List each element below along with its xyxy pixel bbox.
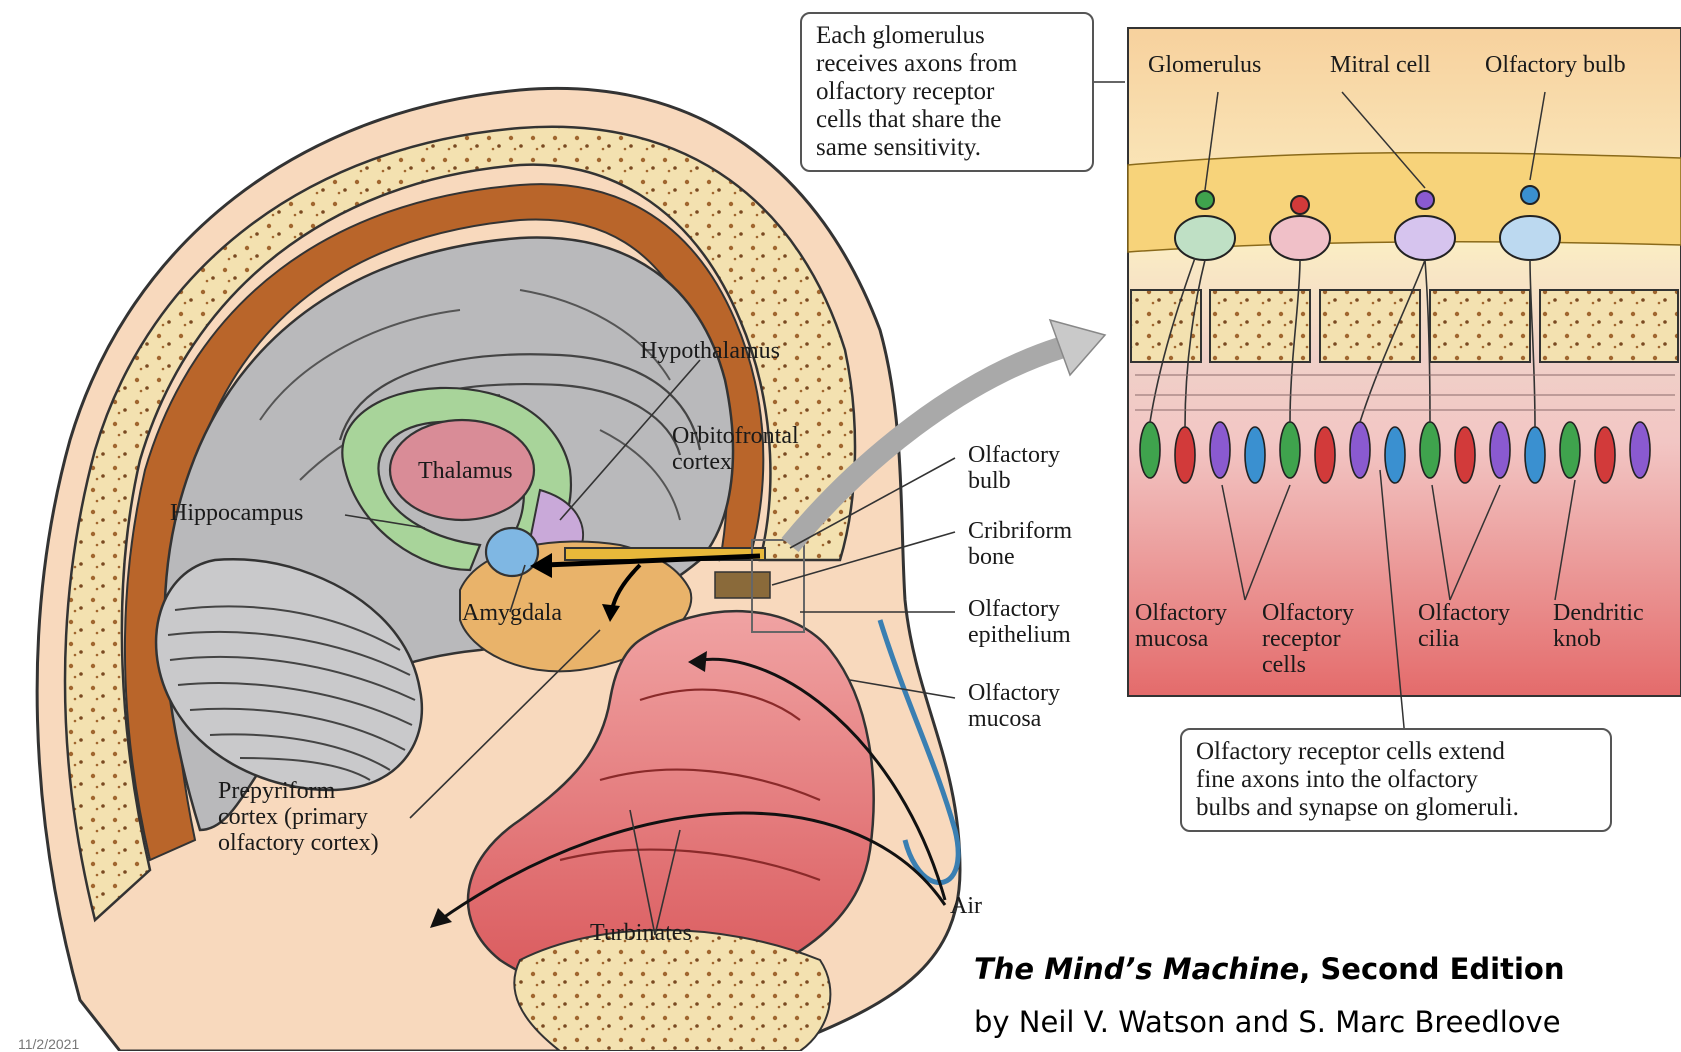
label-prepyriform-cortex: Prepyriform cortex (primary olfactory co… [218,778,379,856]
slide-date: 11/2/2021 [18,1036,79,1052]
palate [514,930,830,1051]
inset-label-glomerulus: Glomerulus [1148,52,1261,78]
label-hippocampus: Hippocampus [170,500,303,526]
label-cribriform-bone: Cribriform bone [968,518,1072,570]
inset-label-olfactory-cilia: Olfactory cilia [1418,600,1510,652]
label-air: Air [950,893,982,919]
book-title: The Mind’s Machine [974,952,1299,986]
inset-label-olfactory-bulb: Olfactory bulb [1485,52,1626,78]
credit-title-line: The Mind’s Machine, Second Edition [974,952,1564,986]
callout-receptor-note: Olfactory receptor cells extend fine axo… [1180,728,1612,832]
cribriform-plate [715,572,770,598]
inset-label-olfactory-mucosa: Olfactory mucosa [1135,600,1227,652]
book-edition: , Second Edition [1299,952,1564,986]
callout-glomerulus-note: Each glomerulus receives axons from olfa… [800,12,1094,172]
label-turbinates: Turbinates [590,920,692,946]
label-amygdala: Amygdala [462,600,562,626]
label-orbitofrontal-cortex: Orbitofrontal cortex [672,423,799,475]
amygdala-shape [486,528,538,576]
credit-authors: by Neil V. Watson and S. Marc Breedlove [974,1005,1561,1039]
label-hypothalamus: Hypothalamus [640,338,780,364]
label-olfactory-epithelium: Olfactory epithelium [968,596,1071,648]
label-olfactory-bulb: Olfactory bulb [968,442,1060,494]
label-thalamus: Thalamus [418,458,513,484]
label-olfactory-mucosa: Olfactory mucosa [968,680,1060,732]
inset-label-dendritic-knob: Dendritic knob [1553,600,1644,652]
cribriform-blocks [1131,290,1678,362]
inset-label-mitral-cell: Mitral cell [1330,52,1431,78]
receptor-cells [1140,422,1650,483]
inset-label-olfactory-receptor-cells: Olfactory receptor cells [1262,600,1354,678]
